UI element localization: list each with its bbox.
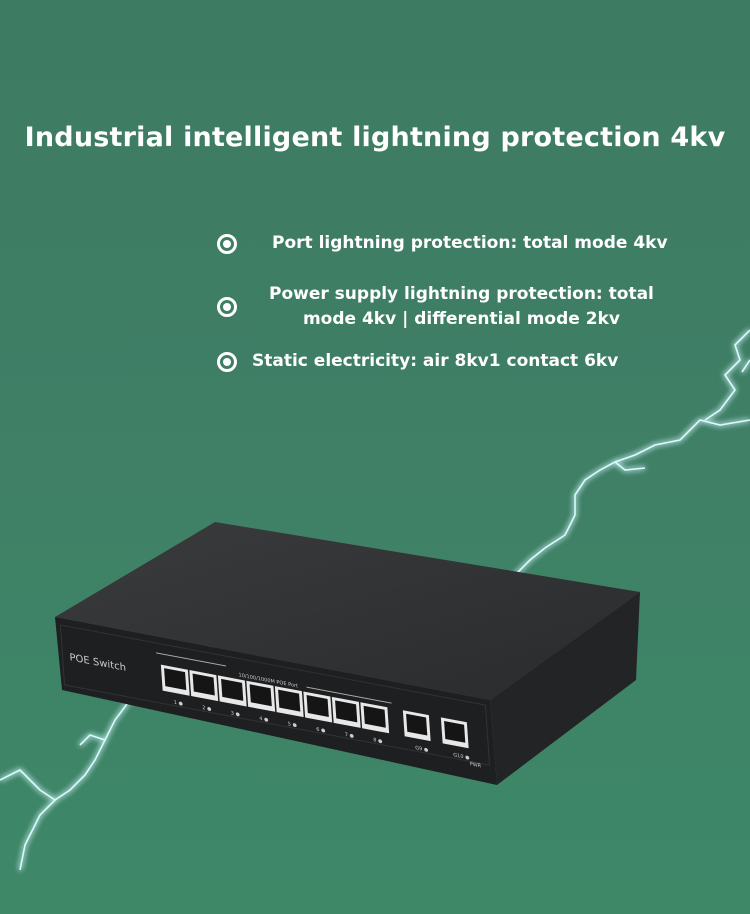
uplink-port[interactable]: G9 ●	[402, 710, 432, 754]
port-label: G9 ●	[415, 745, 429, 754]
feature-bullet: Static electricity: air 8kv1 contact 6kv	[217, 349, 618, 374]
feature-text-line1: Power supply lightning protection: total	[269, 284, 654, 304]
feature-text: Port lightning protection: total mode 4k…	[272, 233, 668, 253]
ethernet-port[interactable]: 2 ●	[189, 669, 219, 714]
ethernet-port[interactable]: 6 ●	[303, 691, 333, 735]
port-label: 4 ●	[259, 716, 269, 724]
ethernet-port[interactable]: 3 ●	[217, 675, 248, 719]
uplink-port[interactable]: G10 ●	[440, 717, 470, 761]
ethernet-port[interactable]: 7 ●	[331, 696, 362, 741]
feature-bullet: Port lightning protection: total mode 4k…	[217, 231, 668, 256]
port-label: G10 ●	[453, 752, 470, 761]
port-label: 5 ●	[288, 721, 298, 729]
port-label: 8 ●	[373, 737, 383, 745]
radio-dot-icon	[217, 297, 237, 317]
port-label: 6 ●	[316, 726, 326, 734]
ethernet-port[interactable]: 4 ●	[246, 680, 276, 725]
radio-dot-icon	[217, 233, 237, 254]
feature-text-line2: mode 4kv | differential mode 2kv	[302, 309, 620, 329]
ethernet-port[interactable]: 5 ●	[274, 686, 305, 730]
ethernet-port[interactable]: 8 ●	[360, 702, 390, 746]
feature-text: Static electricity: air 8kv1 contact 6kv	[252, 351, 619, 371]
port-label: 7 ●	[345, 732, 355, 740]
port-label: 2 ●	[202, 705, 212, 713]
radio-dot-icon	[217, 351, 237, 372]
port-label: 3 ●	[231, 710, 241, 718]
power-label: PWR	[470, 761, 482, 769]
port-label: 1 ●	[174, 700, 184, 708]
ethernet-port[interactable]: 1 ●	[160, 664, 191, 709]
poe-switch-device: POE Switch 10/100/1000M POE Port 1 ●2 ●3…	[55, 522, 640, 785]
page-title: Industrial intelligent lightning protect…	[24, 122, 726, 153]
feature-bullet: Power supply lightning protection: total…	[217, 282, 654, 332]
